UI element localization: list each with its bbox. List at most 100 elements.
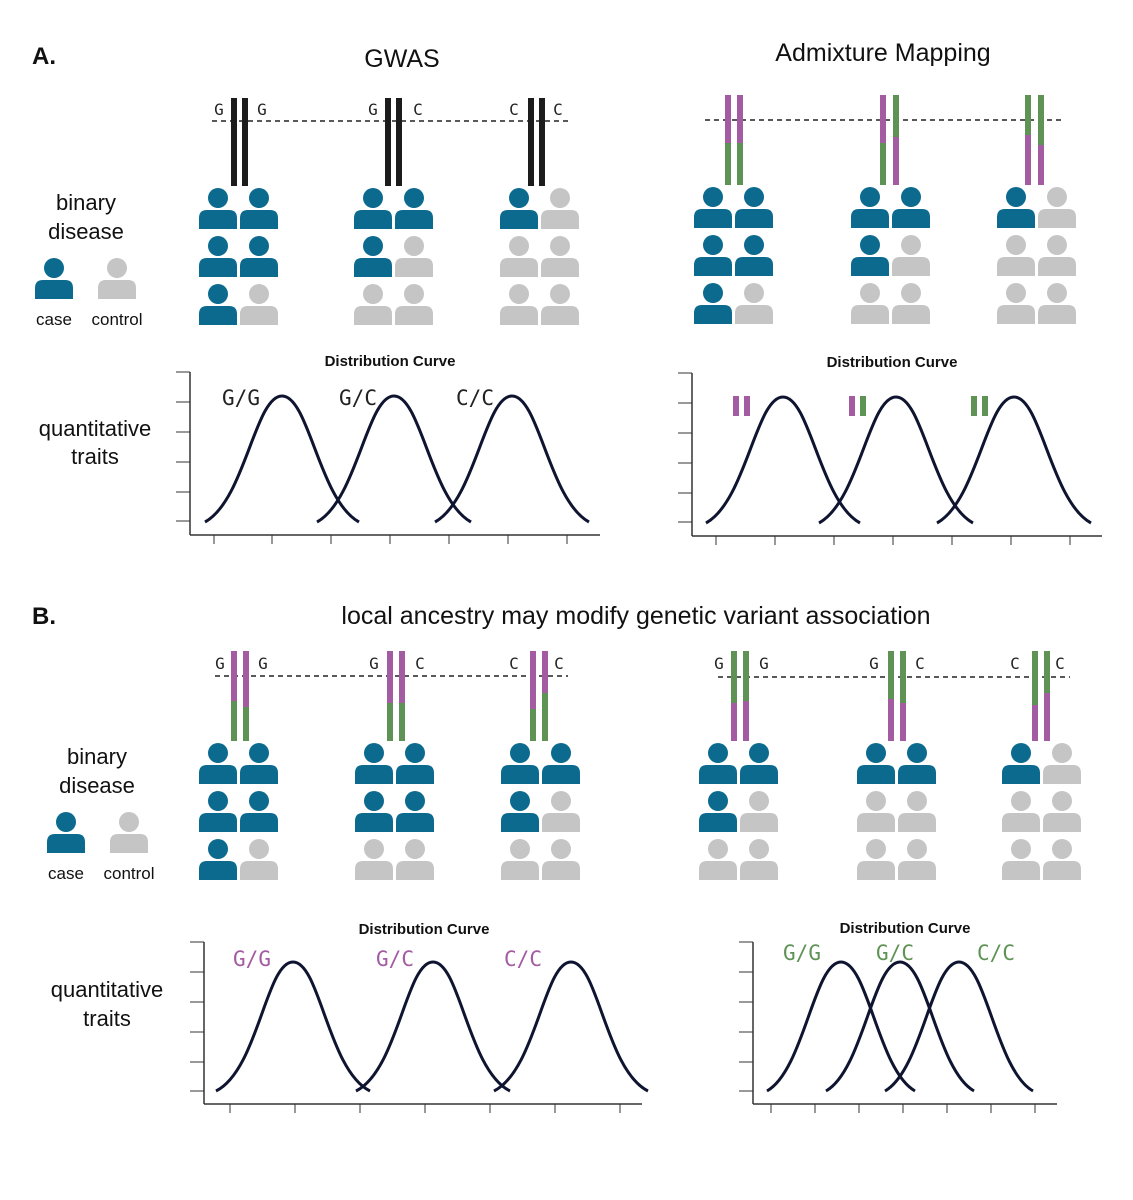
chromosome	[242, 98, 248, 186]
distribution-curve	[355, 960, 511, 1093]
control-person-icon	[396, 839, 434, 880]
control-person-icon	[541, 284, 579, 325]
control-person-icon	[857, 839, 895, 880]
control-person-icon	[997, 283, 1035, 324]
chromosome-segment	[731, 703, 737, 741]
chromosome	[539, 98, 545, 186]
chromosome-segment	[387, 651, 393, 703]
case-person-icon	[851, 187, 889, 228]
allele-label: G	[214, 100, 224, 119]
allele-label: C	[509, 100, 519, 119]
chromosome-segment	[530, 709, 536, 741]
allele-label: C	[915, 654, 925, 673]
allele-label: G	[258, 654, 268, 673]
allele-label: C	[553, 100, 563, 119]
control-person-icon	[1043, 791, 1081, 832]
case-person-icon	[1002, 743, 1040, 784]
gwas-title: GWAS	[364, 45, 439, 73]
allele-label: C	[554, 654, 564, 673]
chromosome-segment	[1025, 135, 1031, 185]
person-grid	[997, 187, 1076, 324]
control-person-icon	[240, 284, 278, 325]
allele-label: C	[415, 654, 425, 673]
genotype-label: C/C	[456, 386, 494, 410]
legend-heading: binary	[67, 744, 127, 769]
person-grid	[1002, 743, 1081, 880]
case-person-icon	[699, 743, 737, 784]
allele-label: C	[1010, 654, 1020, 673]
legend-heading: disease	[59, 773, 135, 798]
chromosome-segment	[893, 95, 899, 137]
chromosome-segment	[243, 651, 249, 707]
chromosome-segment	[387, 703, 393, 741]
quantitative-label: quantitative	[39, 416, 152, 441]
b-left-group-1: G G	[215, 651, 268, 741]
chromosome-segment	[1038, 145, 1044, 185]
control-person-icon	[542, 839, 580, 880]
control-person-icon	[740, 839, 778, 880]
genotype-label: G/G	[222, 386, 260, 410]
case-person-icon	[240, 791, 278, 832]
chromosome-segment	[1032, 705, 1038, 741]
axes	[678, 372, 1102, 545]
quantitative-label: traits	[83, 1006, 131, 1031]
axes	[190, 941, 642, 1113]
ancestry-marker-purple-green	[849, 396, 866, 416]
person-grid	[699, 743, 778, 880]
distribution-curve	[316, 394, 472, 524]
control-person-icon	[1002, 791, 1040, 832]
case-person-icon	[694, 235, 732, 276]
case-person-icon	[199, 743, 237, 784]
case-person-icon	[35, 258, 73, 299]
allele-label: G	[257, 100, 267, 119]
allele-label: C	[1055, 654, 1065, 673]
case-person-icon	[694, 187, 732, 228]
person-grid	[354, 188, 433, 325]
case-label: case	[48, 864, 84, 883]
case-person-icon	[355, 791, 393, 832]
chromosome-segment	[743, 701, 749, 741]
chromosome-segment	[900, 651, 906, 703]
control-label: control	[91, 310, 142, 329]
case-person-icon	[240, 236, 278, 277]
quantitative-label: quantitative	[51, 977, 164, 1002]
panel-a-letter: A.	[32, 43, 56, 70]
gwas-group-2: G C	[368, 98, 423, 186]
allele-label: G	[869, 654, 879, 673]
legend-heading: binary	[56, 190, 116, 215]
chromosome-segment	[880, 143, 886, 185]
case-person-icon	[199, 791, 237, 832]
curve-title: Distribution Curve	[840, 920, 971, 937]
curve-title: Distribution Curve	[359, 921, 490, 938]
chromosome-segment	[743, 651, 749, 701]
admix-group-1	[725, 95, 743, 185]
control-person-icon	[541, 188, 579, 229]
case-person-icon	[354, 236, 392, 277]
allele-label: G	[759, 654, 769, 673]
control-person-icon	[500, 236, 538, 277]
b-right-group-1: G G	[714, 651, 769, 741]
case-person-icon	[199, 839, 237, 880]
quantitative-label: traits	[71, 444, 119, 469]
genotype-label: G/G	[783, 941, 821, 965]
person-grid	[199, 743, 278, 880]
chromosome-segment	[888, 699, 894, 741]
control-person-icon	[898, 839, 936, 880]
gwas-group-1: G G	[214, 98, 267, 186]
chromosome-segment	[725, 143, 731, 185]
case-person-icon	[501, 743, 539, 784]
person-grid	[500, 188, 579, 325]
genotype-label: C/C	[504, 947, 542, 971]
admix-group-3	[1025, 95, 1044, 185]
chromosome-segment	[900, 703, 906, 741]
chromosome-segment	[725, 95, 731, 143]
case-person-icon	[354, 188, 392, 229]
control-person-icon	[500, 284, 538, 325]
case-person-icon	[355, 743, 393, 784]
chromosome	[528, 98, 534, 186]
case-person-icon	[199, 284, 237, 325]
case-label: case	[36, 310, 72, 329]
control-person-icon	[1038, 187, 1076, 228]
chromosome-segment	[1044, 693, 1050, 741]
case-person-icon	[35, 258, 73, 299]
